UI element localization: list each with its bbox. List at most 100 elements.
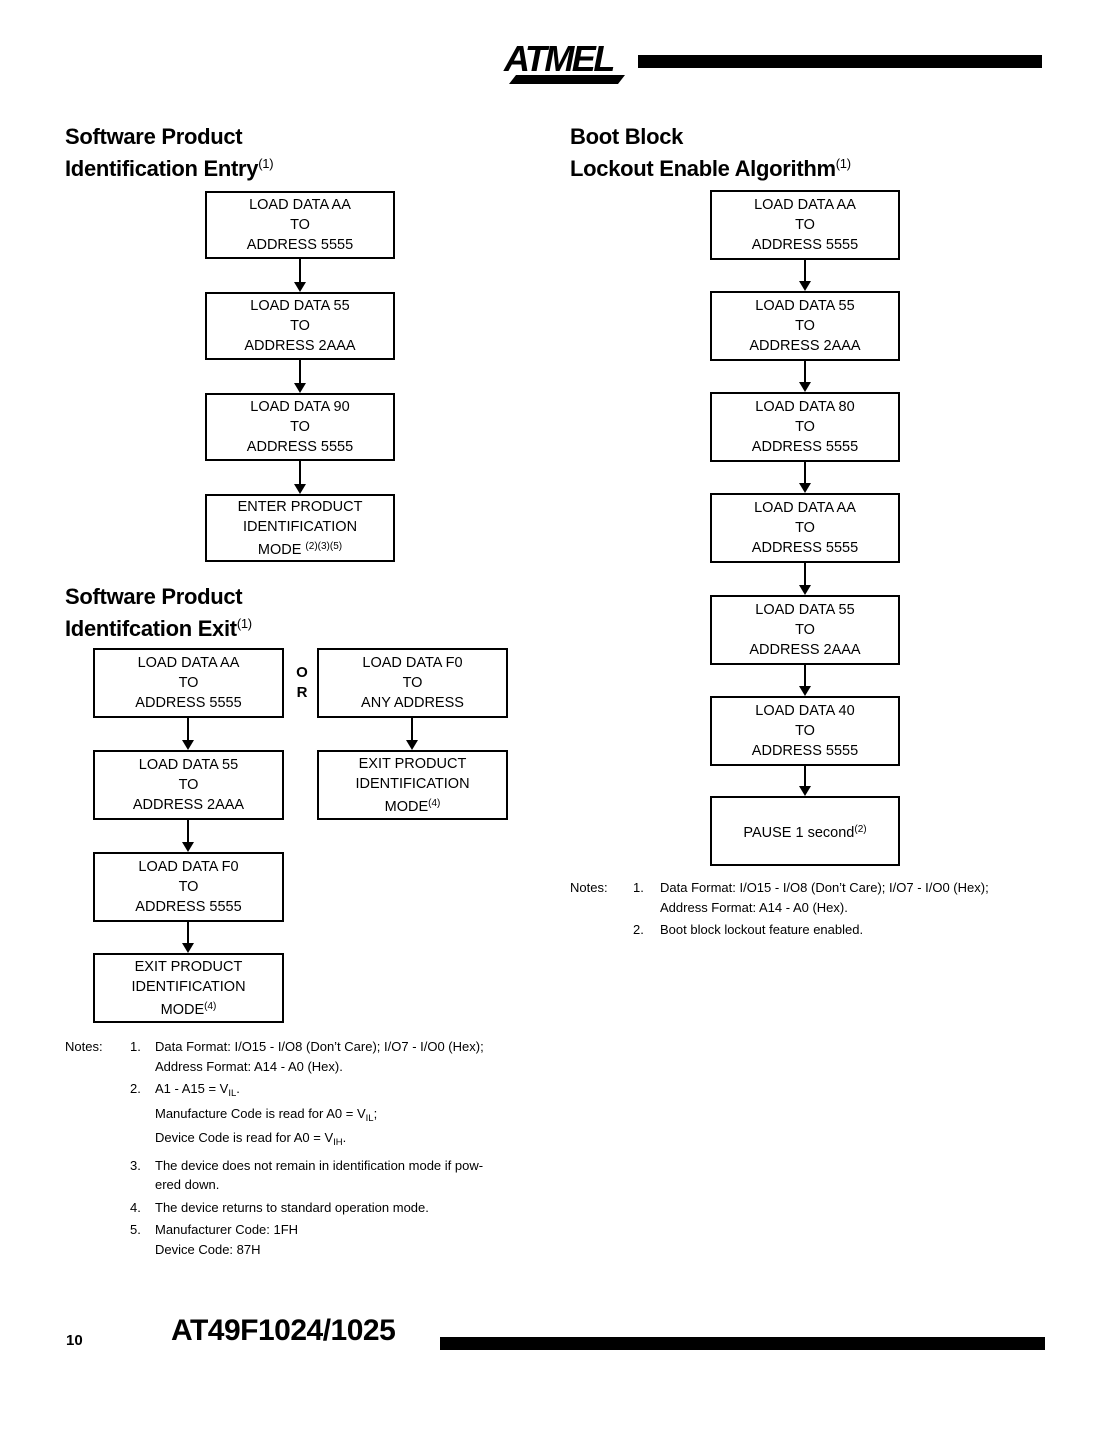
box-line: ADDRESS 5555 bbox=[135, 695, 242, 711]
box-line: TO bbox=[795, 318, 815, 334]
flow-arrow-down bbox=[799, 260, 811, 291]
box-line: TO bbox=[795, 217, 815, 233]
page-number: 10 bbox=[66, 1332, 83, 1349]
note-line: Address Format: A14 - A0 (Hex). bbox=[660, 899, 848, 915]
box-line: MODE(4) bbox=[384, 797, 441, 815]
box-line: IDENTIFICATION bbox=[355, 775, 470, 792]
notes-label: Notes: bbox=[65, 1039, 103, 1054]
boot-notes: Notes: 1. Data Format: I/O15 - I/O8 (Don… bbox=[570, 878, 989, 943]
note-line: Data Format: I/O15 - I/O8 (Don’t Care); … bbox=[660, 880, 989, 895]
box-line: ADDRESS 2AAA bbox=[749, 642, 861, 658]
note-number: 1. bbox=[130, 1039, 141, 1054]
exit-flow-right-box-1: LOAD DATA F0 TO ANY ADDRESS bbox=[317, 648, 508, 718]
box-line: TO bbox=[795, 723, 815, 739]
flow-arrow-down bbox=[294, 259, 306, 292]
note-item: 4. The device returns to standard operat… bbox=[130, 1198, 484, 1218]
flow-arrow-down bbox=[182, 820, 194, 852]
flow-arrow-down bbox=[182, 718, 194, 750]
entry-section-title: Software Product Identification Entry(1) bbox=[65, 123, 274, 182]
flow-arrow-down bbox=[294, 461, 306, 494]
note-item: 1. Data Format: I/O15 - I/O8 (Don’t Care… bbox=[130, 1037, 484, 1076]
subscript: IH bbox=[333, 1137, 343, 1148]
boot-flow-box-4: LOAD DATA AA TO ADDRESS 5555 bbox=[710, 493, 900, 563]
box-line: TO bbox=[178, 675, 199, 691]
flow-arrow-down bbox=[799, 563, 811, 595]
footnote-ref: (1) bbox=[258, 156, 274, 171]
box-line: EXIT PRODUCT bbox=[134, 958, 243, 975]
box-line: TO bbox=[795, 520, 815, 536]
title-line: Boot Block bbox=[570, 124, 684, 149]
box-line: TO bbox=[795, 622, 815, 638]
note-number: 2. bbox=[130, 1081, 141, 1096]
note-number: 1. bbox=[633, 880, 644, 895]
box-line: IDENTIFICATION bbox=[131, 978, 246, 995]
entry-flow-box-3: LOAD DATA 90 TO ADDRESS 5555 bbox=[205, 393, 395, 461]
box-line: ANY ADDRESS bbox=[361, 695, 464, 711]
box-line: LOAD DATA AA bbox=[249, 197, 351, 213]
note-line: The device returns to standard operation… bbox=[155, 1199, 429, 1215]
box-line: TO bbox=[290, 217, 310, 233]
or-label: O R bbox=[296, 664, 308, 701]
flow-arrow-down bbox=[799, 766, 811, 796]
note-item: 5. Manufacturer Code: 1FH Device Code: 8… bbox=[130, 1220, 484, 1259]
footer-rule-bar bbox=[440, 1337, 1045, 1350]
atmel-logo: ATMEL bbox=[503, 36, 625, 91]
note-item: 3. The device does not remain in identif… bbox=[130, 1156, 484, 1195]
flow-arrow-down bbox=[799, 361, 811, 392]
flow-arrow-down bbox=[406, 718, 418, 750]
note-line: ered down. bbox=[155, 1177, 220, 1192]
document-title: AT49F1024/1025 bbox=[171, 1314, 396, 1347]
box-line: LOAD DATA F0 bbox=[138, 859, 239, 875]
box-line: EXIT PRODUCT bbox=[358, 755, 467, 772]
box-line: TO bbox=[178, 777, 199, 793]
box-line: LOAD DATA AA bbox=[137, 655, 240, 671]
boot-flow-box-5: LOAD DATA 55 TO ADDRESS 2AAA bbox=[710, 595, 900, 665]
exit-flow-left-box-4: EXIT PRODUCT IDENTIFICATION MODE(4) bbox=[93, 953, 284, 1023]
box-line: TO bbox=[795, 419, 815, 435]
exit-flow-left-box-1: LOAD DATA AA TO ADDRESS 5555 bbox=[93, 648, 284, 718]
box-line: MODE (2)(3)(5) bbox=[257, 540, 343, 558]
footnote-ref: (2) bbox=[854, 823, 867, 835]
boot-flow-box-2: LOAD DATA 55 TO ADDRESS 2AAA bbox=[710, 291, 900, 361]
box-line: ADDRESS 2AAA bbox=[749, 338, 861, 354]
note-line: Boot block lockout feature enabled. bbox=[660, 922, 864, 937]
exit-section-title: Software Product Identifcation Exit(1) bbox=[65, 583, 252, 642]
box-line: ENTER PRODUCT bbox=[237, 498, 363, 515]
box-line: ADDRESS 2AAA bbox=[244, 338, 356, 354]
title-line: Identifcation Exit(1) bbox=[65, 616, 252, 641]
box-line: IDENTIFICATION bbox=[242, 518, 358, 535]
box-line: LOAD DATA 55 bbox=[755, 298, 855, 314]
box-line: LOAD DATA AA bbox=[754, 500, 856, 516]
atmel-logo-text: ATMEL bbox=[503, 38, 613, 79]
box-line: LOAD DATA AA bbox=[754, 197, 856, 213]
header-rule-bar bbox=[638, 55, 1042, 68]
box-line: ADDRESS 2AAA bbox=[132, 797, 245, 813]
footnote-ref: (1) bbox=[236, 616, 252, 631]
box-line: LOAD DATA 40 bbox=[755, 703, 855, 719]
note-line: Address Format: A14 - A0 (Hex). bbox=[155, 1058, 343, 1074]
note-item: 1. Data Format: I/O15 - I/O8 (Don’t Care… bbox=[633, 878, 989, 917]
footnote-ref: (2)(3)(5) bbox=[305, 540, 343, 552]
note-line: A1 - A15 = VIL. bbox=[155, 1081, 240, 1099]
title-line: Identification Entry(1) bbox=[65, 156, 274, 181]
box-line: ADDRESS 5555 bbox=[751, 439, 859, 455]
box-line: TO bbox=[290, 318, 310, 334]
box-line: ADDRESS 5555 bbox=[246, 439, 354, 455]
note-line: Manufacture Code is read for A0 = VIL; bbox=[155, 1105, 378, 1124]
box-line: ADDRESS 5555 bbox=[751, 237, 859, 253]
exit-flow-left-box-2: LOAD DATA 55 TO ADDRESS 2AAA bbox=[93, 750, 284, 820]
atmel-logo-graphic: ATMEL bbox=[503, 38, 625, 84]
box-line: LOAD DATA 55 bbox=[250, 298, 350, 314]
boot-section-title: Boot Block Lockout Enable Algorithm(1) bbox=[570, 123, 851, 182]
box-line: LOAD DATA F0 bbox=[362, 655, 463, 671]
atmel-logo-underline bbox=[509, 75, 625, 84]
box-line: LOAD DATA 90 bbox=[250, 399, 350, 415]
box-line: LOAD DATA 80 bbox=[755, 399, 855, 415]
title-line: Lockout Enable Algorithm(1) bbox=[570, 156, 851, 181]
note-item: 2. Boot block lockout feature enabled. bbox=[633, 920, 989, 940]
note-line: The device does not remain in identifica… bbox=[155, 1157, 484, 1173]
flow-arrow-down bbox=[799, 665, 811, 696]
footnote-ref: (4) bbox=[204, 1000, 217, 1012]
flow-arrow-down bbox=[294, 360, 306, 393]
flow-arrow-down bbox=[182, 922, 194, 953]
